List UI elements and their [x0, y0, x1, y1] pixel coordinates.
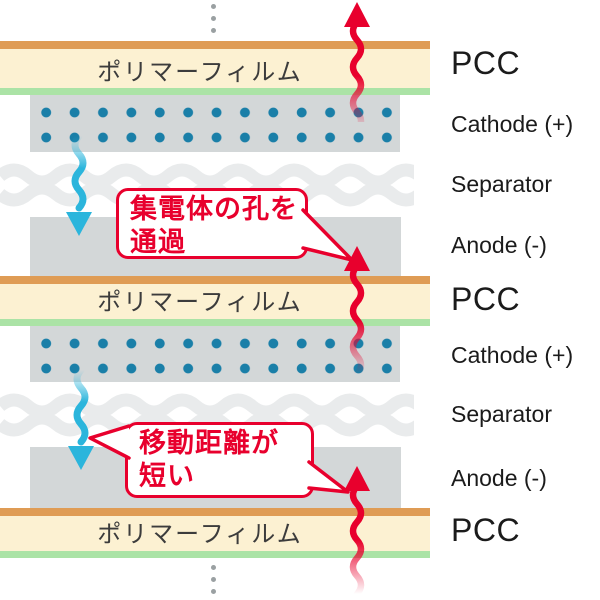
- wavy-up-arrow-icon: [344, 246, 370, 376]
- dot: [211, 577, 216, 582]
- dot: [211, 28, 216, 33]
- wavy-up-arrow-icon: [344, 2, 370, 122]
- polymer-film-label: ポリマーフィルム: [97, 289, 303, 316]
- callout-tail-icon: [301, 208, 354, 262]
- layer-label-anode-1: Anode (-): [451, 232, 547, 258]
- callout-text-line2: 短い: [139, 461, 195, 491]
- pcc-green-band: [0, 551, 430, 558]
- pcc-orange-band: [0, 508, 430, 516]
- dot: [211, 16, 216, 21]
- layer-label-anode-2: Anode (-): [451, 465, 547, 491]
- continuation-dots-bottom-icon: [211, 565, 216, 594]
- layer-label-pcc-1: PCC: [451, 45, 521, 81]
- dot: [211, 4, 216, 9]
- layer-label-pcc-3: PCC: [451, 512, 521, 548]
- polymer-film-label: ポリマーフィルム: [97, 521, 303, 548]
- callout-text-line1: 移動距離が: [139, 428, 279, 458]
- pcc-green-band: [0, 319, 430, 326]
- wavy-up-arrow-icon: [344, 466, 370, 596]
- callout-tail-icon: [88, 424, 131, 460]
- cathode-layer-1: [30, 95, 400, 152]
- pcc-orange-band: [0, 276, 430, 284]
- callout-through-collector-holes: 集電体の孔を 通過: [116, 188, 308, 259]
- callout-text-line1: 集電体の孔を: [130, 194, 298, 224]
- dot: [211, 589, 216, 594]
- dot: [211, 565, 216, 570]
- polymer-film-label: ポリマーフィルム: [97, 59, 303, 86]
- wavy-down-arrow-icon: [68, 366, 94, 470]
- layer-label-separator-1: Separator: [451, 171, 553, 197]
- pcc-green-band: [0, 88, 430, 95]
- callout-tail-icon: [307, 460, 350, 494]
- layer-label-cathode-1: Cathode (+): [451, 111, 574, 137]
- layer-label-pcc-2: PCC: [451, 281, 521, 317]
- layer-label-cathode-2: Cathode (+): [451, 342, 574, 368]
- continuation-dots-top-icon: [211, 4, 216, 33]
- cathode-layer-2: [30, 326, 400, 382]
- callout-text-line2: 通過: [130, 227, 186, 257]
- layer-label-separator-2: Separator: [451, 401, 553, 427]
- wavy-down-arrow-icon: [66, 132, 92, 236]
- callout-short-travel-distance: 移動距離が 短い: [125, 422, 314, 498]
- pcc-orange-band: [0, 41, 430, 49]
